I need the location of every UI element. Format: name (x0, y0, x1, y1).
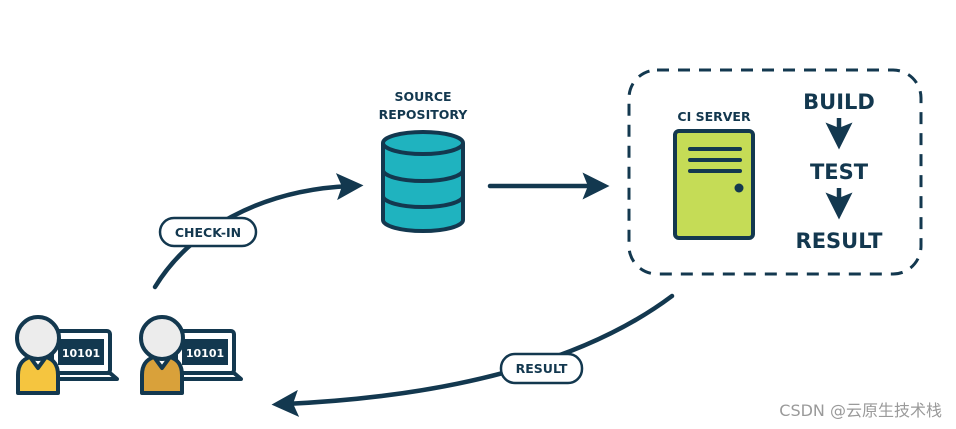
repository-label-line2: REPOSITORY (379, 107, 469, 122)
ci-environment-box (627, 68, 923, 276)
check-in-arrow (152, 173, 364, 290)
ci-server-label: CI SERVER (677, 109, 751, 124)
database-icon (381, 130, 465, 233)
result-label: RESULT (516, 361, 568, 376)
result-pill: RESULT (499, 352, 584, 385)
developer-laptop-icon: 10101 (15, 315, 119, 395)
developer-1-screen-text: 10101 (62, 347, 100, 360)
developer-laptop-icon: 10101 (139, 315, 243, 395)
repository-label-line1: SOURCE (394, 89, 451, 104)
result-arrow (271, 293, 675, 417)
watermark: CSDN @云原生技术栈 (779, 401, 942, 420)
check-in-label: CHECK-IN (175, 225, 241, 240)
developer-2-screen-text: 10101 (186, 347, 224, 360)
server-icon (673, 129, 755, 240)
pipeline-step-test: TEST (810, 160, 869, 184)
pipeline-step-result: RESULT (796, 229, 884, 253)
check-in-pill: CHECK-IN (158, 216, 258, 248)
pipeline-step-build: BUILD (803, 90, 875, 114)
